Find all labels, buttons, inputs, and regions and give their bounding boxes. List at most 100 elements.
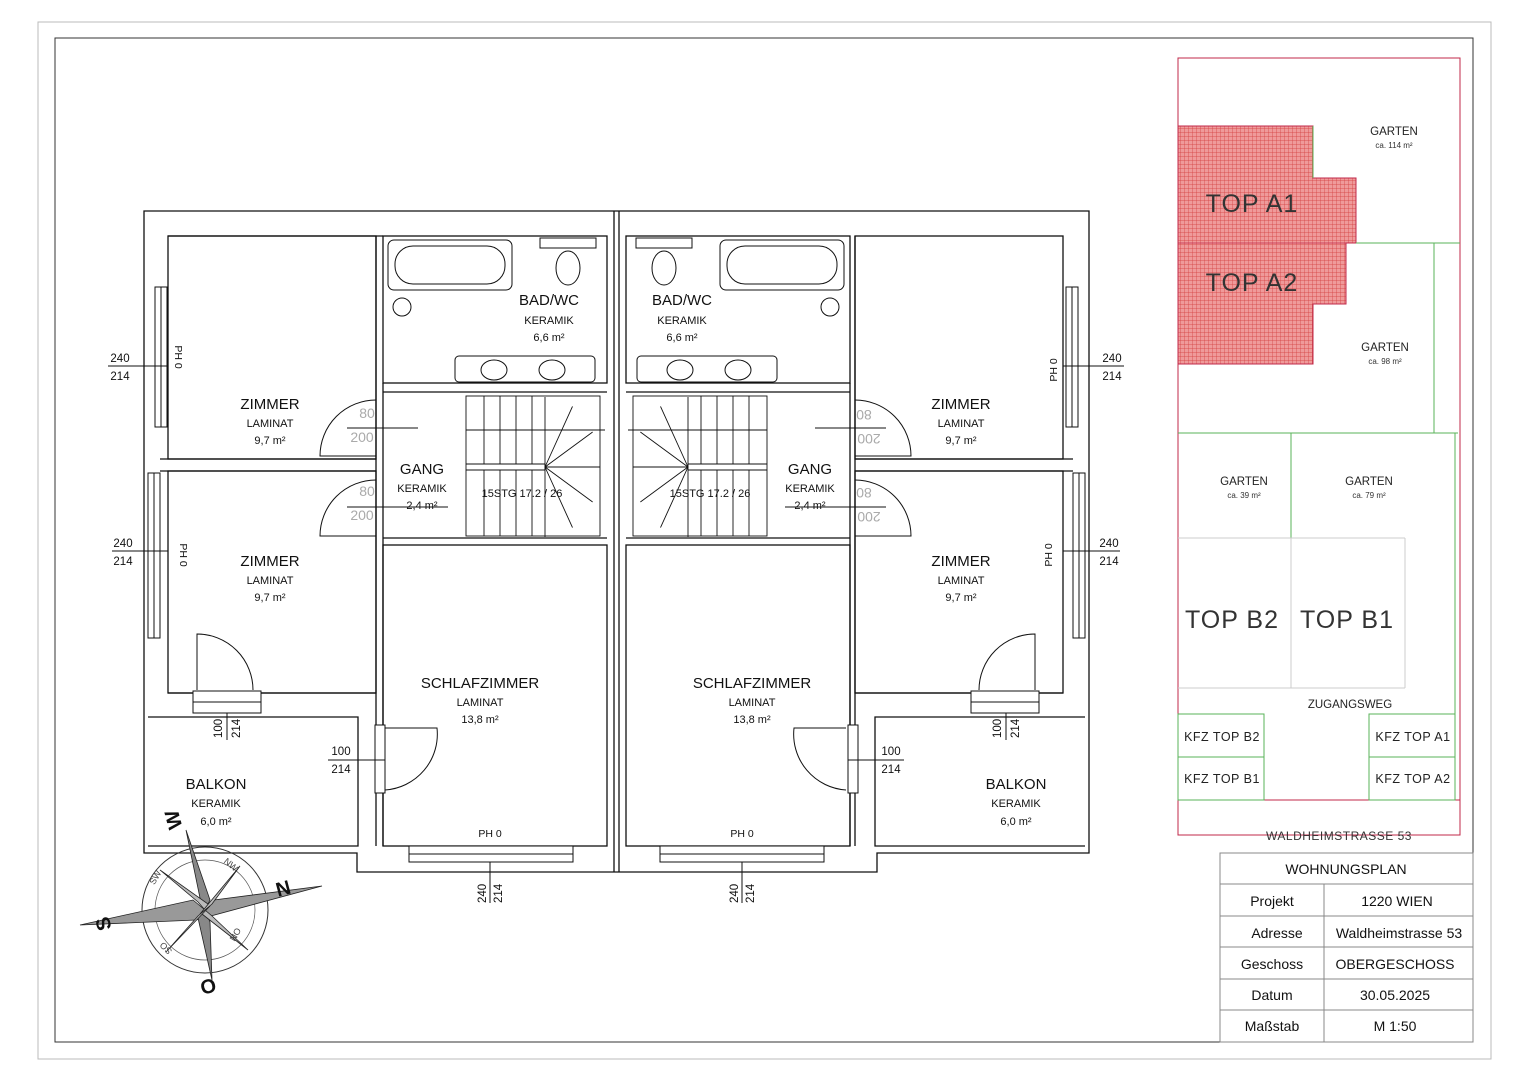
dim-label: 214 — [110, 371, 130, 383]
room-name: GANG — [788, 461, 832, 478]
door-dim-ghost: 200 — [857, 431, 881, 447]
title-block-value: M 1:50 — [1374, 1018, 1417, 1034]
room-area: 9,7 m² — [945, 435, 977, 447]
stairs-label: 15STG 17.2 / 26 — [482, 488, 563, 500]
compass-label-o: O — [198, 975, 219, 1000]
dim-label: 214 — [881, 764, 901, 776]
title-block-value: OBERGESCHOSS — [1335, 956, 1454, 972]
stair-tread — [660, 466, 689, 528]
outer-frame — [37, 21, 1492, 1060]
compass-label-nw: NW — [222, 856, 240, 874]
access-path-label: ZUGANGSWEG — [1308, 699, 1392, 711]
stair-tread — [640, 466, 689, 503]
dim-label: 214 — [745, 883, 757, 903]
garden-label: GARTEN — [1345, 476, 1393, 488]
title-block-label: Adresse — [1251, 925, 1303, 941]
room-name: ZIMMER — [240, 553, 299, 570]
parking-label: KFZ TOP A1 — [1375, 730, 1450, 744]
room-floor: LAMINAT — [457, 697, 504, 709]
ph-label: PH 0 — [730, 828, 754, 840]
dim-label: 240 — [113, 538, 132, 550]
dim-label: 100 — [881, 746, 900, 758]
compass-label-s: S — [92, 914, 117, 933]
title-block-label: Datum — [1251, 987, 1292, 1003]
door-dim-ghost: 200 — [350, 507, 374, 523]
room-area: 2,4 m² — [406, 500, 438, 512]
title-block-label: Projekt — [1250, 893, 1294, 909]
room-name: SCHLAFZIMMER — [421, 675, 540, 692]
stair-tread — [544, 466, 573, 528]
room-name: ZIMMER — [931, 396, 990, 413]
stairs — [465, 395, 768, 537]
garden-label: GARTEN — [1370, 126, 1418, 138]
dim-label: 214 — [1102, 371, 1122, 383]
garden-label: GARTEN — [1220, 476, 1268, 488]
stair-tread — [544, 431, 593, 468]
dim-label: 214 — [1099, 556, 1119, 568]
room-name: BALKON — [186, 776, 247, 793]
room-floor: LAMINAT — [247, 575, 294, 587]
room-floor: KERAMIK — [524, 315, 574, 327]
title-block: WOHNUNGSPLAN Projekt 1220 WIEN Adresse W… — [1219, 852, 1474, 1043]
ph-label: PH 0 — [172, 345, 184, 369]
dim-label: 100 — [992, 719, 1004, 738]
title-block-value: 30.05.2025 — [1360, 987, 1430, 1003]
garden-area: ca. 114 m² — [1375, 141, 1413, 150]
unit-label-top-a1: TOP A1 — [1206, 190, 1299, 218]
room-area: 6,0 m² — [1000, 816, 1032, 828]
street-label: WALDHEIMSTRASSE 53 — [1266, 829, 1412, 843]
unit-label-top-b2: TOP B2 — [1185, 606, 1279, 634]
room-area: 13,8 m² — [733, 714, 771, 726]
ph-label: PH 0 — [177, 543, 189, 567]
ph-label: PH 0 — [478, 828, 502, 840]
parking-label: KFZ TOP B1 — [1184, 772, 1260, 786]
room-name: BAD/WC — [652, 292, 712, 309]
unit-label-top-b1: TOP B1 — [1300, 606, 1394, 634]
room-area: 9,7 m² — [945, 592, 977, 604]
windows — [147, 286, 1086, 863]
room-area: 2,4 m² — [794, 500, 826, 512]
title-block-value: Waldheimstrasse 53 — [1336, 925, 1463, 941]
room-area: 6,6 m² — [666, 332, 698, 344]
room-floor: KERAMIK — [191, 798, 241, 810]
unit-label-top-a2: TOP A2 — [1206, 269, 1299, 297]
room-floor: LAMINAT — [938, 575, 985, 587]
room-name: ZIMMER — [240, 396, 299, 413]
room-name: GANG — [400, 461, 444, 478]
dim-label: 240 — [729, 884, 741, 903]
room-floor: KERAMIK — [657, 315, 707, 327]
stair-tread — [544, 406, 573, 468]
door-dim-ghost: 200 — [857, 509, 881, 525]
dimension-lines — [108, 365, 1124, 903]
dim-label: 100 — [331, 746, 350, 758]
room-area: 13,8 m² — [461, 714, 499, 726]
room-name: BALKON — [986, 776, 1047, 793]
parking-label: KFZ TOP B2 — [1184, 730, 1260, 744]
door-dim-ghost: 200 — [350, 429, 374, 445]
dim-label: 240 — [477, 884, 489, 903]
room-name: ZIMMER — [931, 553, 990, 570]
garden-area: ca. 98 m² — [1368, 357, 1402, 366]
garden-area: ca. 39 m² — [1227, 491, 1261, 500]
door-dim-ghost: 80 — [359, 483, 375, 499]
door-swings — [196, 399, 1036, 791]
site-plan: GARTEN ca. 114 m² GARTEN ca. 98 m² GARTE… — [1177, 57, 1461, 843]
stair-tread — [544, 466, 593, 503]
room-area: 6,0 m² — [200, 816, 232, 828]
title-block-heading: WOHNUNGSPLAN — [1285, 861, 1406, 877]
room-floor: LAMINAT — [729, 697, 776, 709]
dim-label: 240 — [1099, 538, 1118, 550]
room-floor: KERAMIK — [397, 483, 447, 495]
room-area: 6,6 m² — [533, 332, 565, 344]
compass-label-n: N — [274, 877, 294, 902]
room-floor: LAMINAT — [247, 418, 294, 430]
door-dim-ghost: 80 — [856, 407, 872, 423]
stair-tread — [640, 431, 689, 468]
dim-label: 240 — [1102, 353, 1121, 365]
room-floor: KERAMIK — [785, 483, 835, 495]
room-floor: KERAMIK — [991, 798, 1041, 810]
left-unit-labels: ZIMMER LAMINAT 9,7 m² ZIMMER LAMINAT 9,7… — [110, 292, 579, 903]
sanitary-fixtures — [387, 237, 845, 383]
compass-label-no: NO — [228, 926, 243, 943]
